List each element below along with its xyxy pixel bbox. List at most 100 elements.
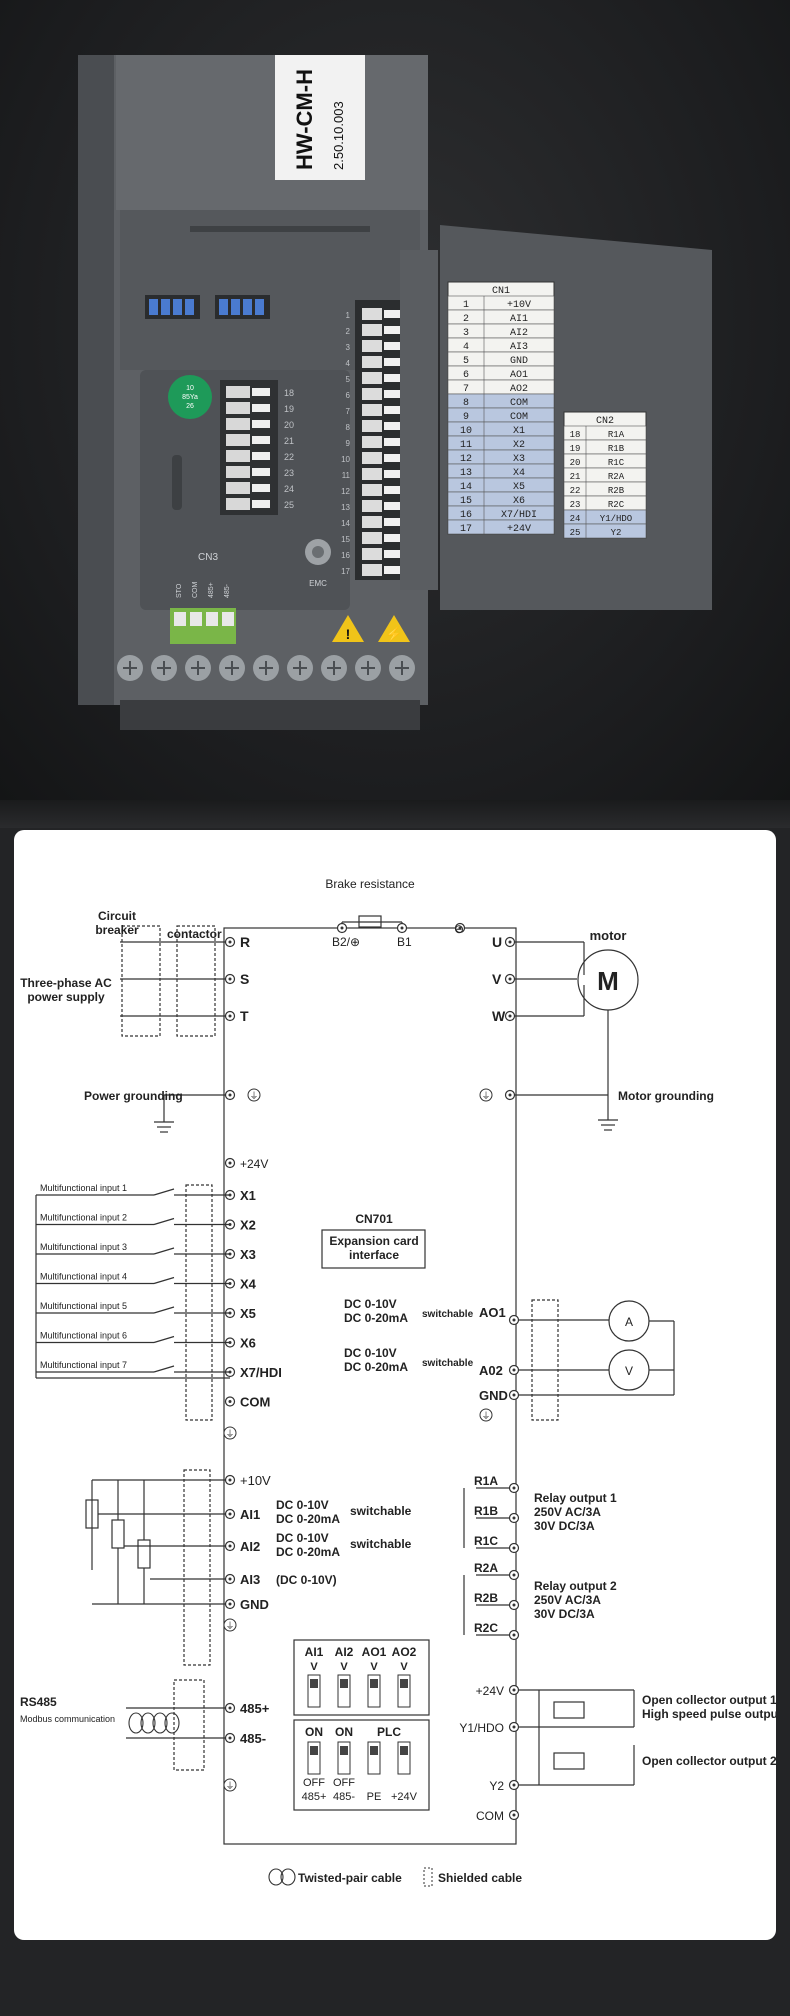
terminal-dot [512,1725,516,1729]
ai2-spec: DC 0-10V [276,1531,329,1545]
b2-label: B2/⊕ [332,935,360,949]
analog-terminal-label: AI3 [240,1572,260,1587]
cn3-pin-label: 485+ [208,582,215,598]
motor-m-symbol: M [597,966,619,996]
circuit-breaker-label: breaker [95,923,139,937]
terminal-dot [228,1014,232,1018]
switch-contact [153,1217,175,1226]
terminal-lever [252,452,270,460]
terminal-dot [340,926,344,930]
terminal-lever [384,374,400,382]
terminal-lever [384,502,400,510]
cn2-pin-name: Y2 [611,528,622,538]
terminal-slot [362,532,382,544]
cn1-pin-number: 4 [463,342,469,353]
open-collector-1-label: High speed pulse output [642,1707,776,1721]
terminal-number: 19 [284,404,294,414]
oc1-load-symbol [553,1701,585,1719]
terminal-dot [512,1393,516,1397]
terminal-block-cn2 [226,386,270,510]
twisted-pair-icon [268,1868,284,1886]
cn1-pin-number: 17 [460,524,472,535]
terminal-lever [252,468,270,476]
terminal-lever [384,326,400,334]
terminal-dot [512,1688,516,1692]
terminal-slot [362,420,382,432]
dip-switch-knob [340,1746,348,1755]
page-footer-background [0,1950,790,2016]
ground-icon [223,1426,237,1440]
terminal-lever [384,454,400,462]
terminal-lever [252,388,270,396]
cn2-title: CN2 [596,416,614,427]
cn1-pin-name: X4 [513,468,525,479]
cn2-pin-number: 23 [570,500,581,510]
terminal-dot [228,1577,232,1581]
twisted-pair-loop [152,1712,168,1734]
cn1-pin-number: 14 [460,482,472,493]
terminal-dot [228,1544,232,1548]
terminal-number: 7 [346,407,351,416]
label-model-text: HW-CM-H [292,69,317,170]
terminal-slot [362,372,382,384]
door-hinge [400,250,438,590]
terminal-dot [508,1014,512,1018]
x-terminal-label: X1 [240,1188,256,1203]
terminal-dot [228,977,232,981]
open-collector-1-label: Open collector output 1 [642,1693,776,1707]
multifunctional-input-label: Multifunctional input 5 [40,1301,127,1311]
multifunctional-input-label: Multifunctional input 4 [40,1272,127,1282]
cn1-pin-name: AO2 [510,384,528,395]
legend-shielded: Shielded cable [438,1871,522,1885]
switch-contact [153,1365,175,1373]
terminal-slot [362,340,382,352]
shielded-cable-outputs [531,1299,559,1421]
multifunctional-input-label: Multifunctional input 7 [40,1360,127,1370]
cn3-connector [170,608,236,644]
shielded-cable-inputs [185,1184,213,1421]
ground-icon-glyph: ⏚ [225,1781,234,1791]
switch-foot-label: 485+ [302,1791,327,1803]
circuit-breaker-box [121,925,161,1037]
terminal-lever [384,310,400,318]
x-terminal-label: X6 [240,1336,256,1351]
cn1-pin-number: 10 [460,426,472,437]
shielded-cable-icon [423,1867,433,1887]
ao1-label: AO1 [479,1305,506,1320]
right-terminal-label: Y2 [489,1779,504,1793]
terminal-dot [512,1546,516,1550]
switch-top-label: AI1 [305,1645,324,1659]
ao1-switchable: switchable [422,1309,474,1320]
ground-icon-glyph: ⏚ [481,1411,490,1421]
terminal-number: 12 [341,487,350,496]
expansion-card-label: Expansion card [329,1234,418,1248]
relay1-description: 250V AC/3A [534,1505,601,1519]
terminal-slot [226,402,250,414]
terminal-slot [226,418,250,430]
ground-icon-glyph: ⏚ [481,1091,490,1101]
switch-top-sub: V [310,1661,318,1673]
relay2-description: 250V AC/3A [534,1593,601,1607]
ao2-switchable: switchable [422,1358,474,1369]
cn2-pin-number: 18 [570,430,581,440]
output-terminal-label: V [492,971,502,987]
badge-text: 10 [186,385,194,392]
cn1-pin-number: 6 [463,370,469,381]
terminal-slot [362,484,382,496]
analog-terminal-label: AI1 [240,1507,260,1522]
relay2-terminal-label: R2C [474,1621,498,1635]
cn1-pin-name: +10V [507,300,531,311]
relay1-terminal-label: R1B [474,1504,498,1518]
terminal-number: 10 [341,455,350,464]
terminal-slot [362,356,382,368]
ai3-spec: (DC 0-10V) [276,1573,337,1587]
switch-foot-label: +24V [391,1791,418,1803]
twisted-pair-loop [128,1712,144,1734]
svg-text:!: ! [346,626,351,642]
x-terminal-label: X4 [240,1277,257,1292]
terminal-number: 21 [284,436,294,446]
cn1-pin-name: X5 [513,482,525,493]
terminal-lever [252,404,270,412]
terminal-slot [362,308,382,320]
